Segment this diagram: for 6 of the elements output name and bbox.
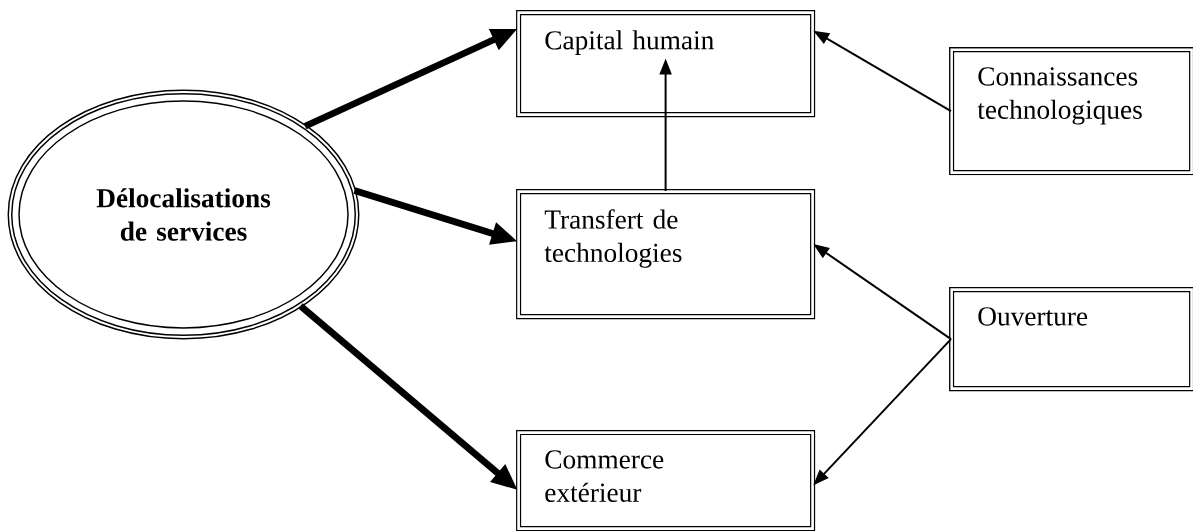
text-box: Ouverture	[949, 287, 1193, 392]
text-box: Connaissances technologiques	[949, 47, 1193, 176]
text-box: Commerce extérieur	[516, 430, 816, 531]
ellipse-node: Délocalisations de services	[7, 89, 360, 340]
text-box: Transfert de technologies	[516, 189, 816, 320]
text-box: Capital humain	[516, 10, 816, 118]
